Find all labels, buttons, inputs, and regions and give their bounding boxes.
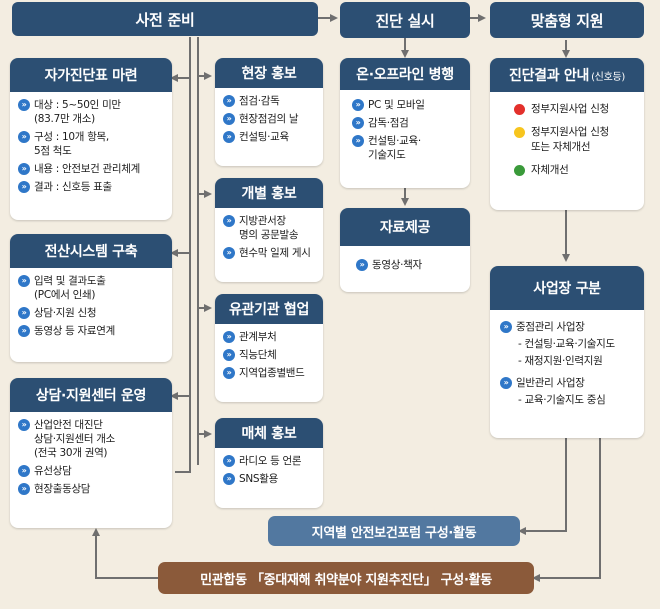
list-item: »결과 : 신호등 표출 — [18, 180, 166, 194]
list-item: »산업안전 대진단 상담·지원센터 개소 (전국 30개 권역) — [18, 418, 166, 460]
individual-promo-title: 개별 홍보 — [215, 178, 323, 208]
chevron-right-icon: » — [18, 419, 30, 431]
system-title: 전산시스템 구축 — [10, 234, 172, 268]
signal-item-yellow: 정부지원사업 신청 또는 자체개선 — [514, 125, 638, 155]
green-light-icon — [514, 165, 525, 176]
media-promo-title: 매체 홍보 — [215, 418, 323, 448]
header-support: 맞춤형 지원 — [490, 2, 644, 38]
chevron-right-icon: » — [223, 331, 235, 343]
material-title: 자료제공 — [340, 208, 470, 246]
workplace-title: 사업장 구분 — [490, 266, 644, 310]
chevron-right-icon: » — [18, 99, 30, 111]
chevron-right-icon: » — [500, 321, 512, 333]
system-box: 전산시스템 구축 »입력 및 결과도출 (PC에서 인쇄) »상담·지원 신청 … — [10, 234, 172, 362]
list-item: »입력 및 결과도출 (PC에서 인쇄) — [18, 274, 166, 302]
chevron-right-icon: » — [223, 349, 235, 361]
list-item: »점검·감독 — [223, 94, 317, 108]
chevron-right-icon: » — [18, 181, 30, 193]
list-item: »지방관서장 명의 공문발송 — [223, 214, 317, 242]
result-title: 진단결과 안내(신호등) — [490, 58, 644, 92]
field-promo-box: 현장 홍보 »점검·감독 »현장점검의 날 »컨설팅·교육 — [215, 58, 323, 166]
arrow-workplace-to-forum — [518, 438, 567, 535]
agency-title: 유관기관 협업 — [215, 294, 323, 324]
list-item: »현장점검의 날 — [223, 112, 317, 126]
chevron-right-icon: » — [223, 473, 235, 485]
material-box: 자료제공 »동영상·책자 — [340, 208, 470, 292]
chevron-right-icon: » — [223, 131, 235, 143]
list-item: »컨설팅·교육 — [223, 130, 317, 144]
arrow-joint-to-center — [92, 528, 158, 579]
workplace-box: 사업장 구분 »중점관리 사업장 - 컨설팅·교육·기술지도 - 재정지원·인력… — [490, 266, 644, 438]
list-item: »동영상 등 자료연계 — [18, 324, 166, 338]
list-item: »컨설팅·교육· 기술지도 — [352, 134, 464, 162]
self-check-box: 자가진단표 마련 »대상 : 5~50인 미만 (83.7만 개소) »구성 :… — [10, 58, 172, 220]
list-item: »상담·지원 신청 — [18, 306, 166, 320]
list-item: »일반관리 사업장 — [500, 376, 638, 390]
list-item: »중점관리 사업장 — [500, 320, 638, 334]
header-prep: 사전 준비 — [12, 2, 318, 36]
list-item: »현수막 일제 게시 — [223, 246, 317, 260]
header-diag: 진단 실시 — [340, 2, 470, 38]
list-item: »지역업종별밴드 — [223, 366, 317, 380]
chevron-right-icon: » — [356, 259, 368, 271]
sub-item: - 교육·기술지도 중심 — [518, 394, 606, 406]
chevron-right-icon: » — [18, 483, 30, 495]
signal-item-red: 정부지원사업 신청 — [514, 102, 638, 117]
arrow-workplace-to-joint — [532, 438, 601, 582]
chevron-right-icon: » — [352, 135, 364, 147]
center-title: 상담·지원센터 운영 — [10, 378, 172, 412]
chevron-right-icon: » — [352, 99, 364, 111]
list-item: »PC 및 모바일 — [352, 98, 464, 112]
red-light-icon — [514, 104, 525, 115]
list-item: »내용 : 안전보건 관리체계 — [18, 162, 166, 176]
left-column-connector — [175, 37, 191, 473]
list-item: »대상 : 5~50인 미만 (83.7만 개소) — [18, 98, 166, 126]
online-box: 온·오프라인 병행 »PC 및 모바일 »감독·점검 »컨설팅·교육· 기술지도 — [340, 58, 470, 188]
chevron-right-icon: » — [223, 113, 235, 125]
chevron-right-icon: » — [18, 465, 30, 477]
list-item: »현장출동상담 — [18, 482, 166, 496]
yellow-light-icon — [514, 127, 525, 138]
signal-item-green: 자체개선 — [514, 163, 638, 178]
chevron-right-icon: » — [223, 247, 235, 259]
list-item: »유선상담 — [18, 464, 166, 478]
forum-bar: 지역별 안전보건포럼 구성·활동 — [268, 516, 520, 546]
chevron-right-icon: » — [223, 367, 235, 379]
chevron-right-icon: » — [18, 307, 30, 319]
field-promo-title: 현장 홍보 — [215, 58, 323, 88]
media-promo-box: 매체 홍보 »라디오 등 언론 »SNS활용 — [215, 418, 323, 508]
list-item: »관계부처 — [223, 330, 317, 344]
list-item: »직능단체 — [223, 348, 317, 362]
list-item: »라디오 등 언론 — [223, 454, 317, 468]
result-box: 진단결과 안내(신호등) 정부지원사업 신청 정부지원사업 신청 또는 자체개선… — [490, 58, 644, 210]
joint-bar: 민관합동 「중대재해 취약분야 지원추진단」 구성·활동 — [158, 562, 534, 594]
sub-item: - 재정지원·인력지원 — [518, 355, 603, 367]
chevron-right-icon: » — [18, 275, 30, 287]
chevron-right-icon: » — [500, 377, 512, 389]
individual-promo-box: 개별 홍보 »지방관서장 명의 공문발송 »현수막 일제 게시 — [215, 178, 323, 282]
center-box: 상담·지원센터 운영 »산업안전 대진단 상담·지원센터 개소 (전국 30개 … — [10, 378, 172, 528]
chevron-right-icon: » — [18, 163, 30, 175]
chevron-right-icon: » — [223, 455, 235, 467]
chevron-right-icon: » — [223, 95, 235, 107]
chevron-right-icon: » — [352, 117, 364, 129]
online-title: 온·오프라인 병행 — [340, 58, 470, 90]
chevron-right-icon: » — [18, 325, 30, 337]
result-title-suffix: (신호등) — [591, 71, 625, 83]
sub-item: - 컨설팅·교육·기술지도 — [518, 338, 615, 350]
list-item: »감독·점검 — [352, 116, 464, 130]
chevron-right-icon: » — [18, 131, 30, 143]
self-check-title: 자가진단표 마련 — [10, 58, 172, 92]
chevron-right-icon: » — [223, 215, 235, 227]
list-item: »SNS활용 — [223, 472, 317, 486]
list-item: »동영상·책자 — [356, 258, 464, 272]
agency-box: 유관기관 협업 »관계부처 »직능단체 »지역업종별밴드 — [215, 294, 323, 402]
list-item: »구성 : 10개 항목, 5점 척도 — [18, 130, 166, 158]
